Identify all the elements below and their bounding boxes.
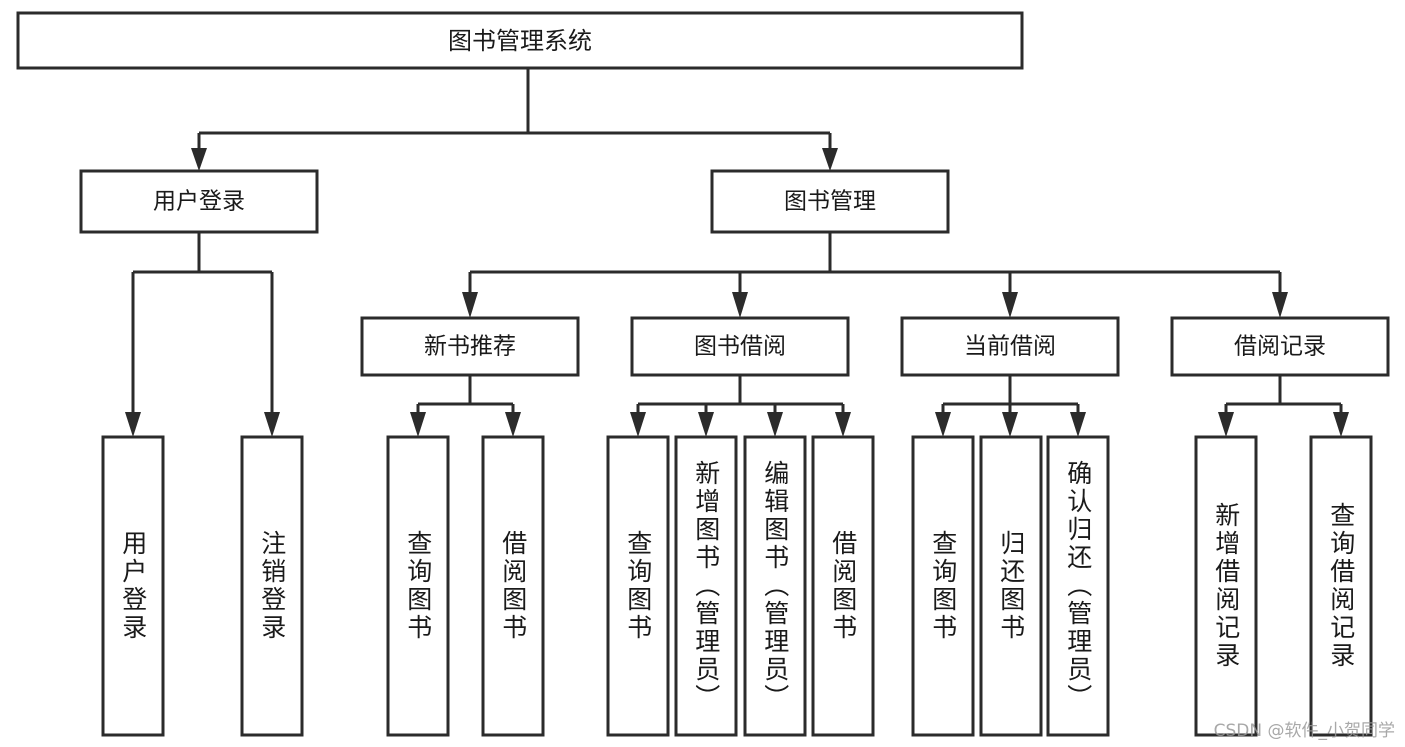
node-leaf-query-book-3-box[interactable] (911, 435, 975, 737)
node-leaf-borrow-book-1-box[interactable] (481, 435, 545, 737)
arrow-leaf-confirm-return (1070, 412, 1086, 437)
node-user-login-box[interactable] (79, 169, 319, 234)
arrow-user-login (191, 148, 207, 171)
node-root-label: 图书管理系统 (448, 27, 592, 55)
arrow-leaf-add-record (1218, 412, 1234, 437)
node-leaf-add-record-box[interactable] (1194, 435, 1258, 737)
arrow-leaf-add-book (698, 412, 714, 437)
node-book-borrow-label: 图书借阅 (694, 334, 786, 360)
arrow-leaf-return-book (1002, 412, 1018, 437)
arrow-leaf-query-book-1 (410, 412, 426, 437)
node-book-borrow-box[interactable] (630, 316, 850, 377)
node-user-login-label: 用户登录 (153, 189, 245, 215)
arrow-book-management (822, 148, 838, 171)
arrow-leaf-user-login (125, 412, 141, 437)
arrow-leaf-query-book-3 (935, 412, 951, 437)
node-leaf-logout-login-box[interactable] (240, 435, 304, 737)
node-leaf-borrow-book-2-box[interactable] (811, 435, 875, 737)
arrow-current-borrow (1002, 292, 1018, 318)
node-book-management-box[interactable] (710, 169, 950, 234)
node-leaf-return-book-box[interactable] (979, 435, 1043, 737)
arrow-leaf-query-record (1333, 412, 1349, 437)
node-new-book-recommend-box[interactable] (360, 316, 580, 377)
node-leaf-query-book-1-box[interactable] (386, 435, 450, 737)
node-layer: 图书管理系统 用户登录 图书管理 新书推荐 图书借阅 当前借阅 借阅记录 (16, 11, 1390, 737)
node-current-borrow-label: 当前借阅 (964, 334, 1056, 360)
node-leaf-query-record-box[interactable] (1309, 435, 1373, 737)
node-leaf-user-login-box[interactable] (101, 435, 165, 737)
arrow-borrow-record (1272, 292, 1288, 318)
node-root-box[interactable] (16, 11, 1024, 70)
connector-layer (125, 68, 1349, 437)
node-leaf-edit-book-box[interactable] (743, 435, 807, 737)
node-new-book-recommend-label: 新书推荐 (424, 334, 516, 360)
arrow-leaf-logout-login (264, 412, 280, 437)
node-borrow-record-label: 借阅记录 (1234, 334, 1326, 360)
node-leaf-query-book-2-box[interactable] (606, 435, 670, 737)
arrow-leaf-borrow-book-2 (835, 412, 851, 437)
node-borrow-record-box[interactable] (1170, 316, 1390, 377)
arrow-leaf-borrow-book-1 (505, 412, 521, 437)
node-leaf-add-book-box[interactable] (674, 435, 738, 737)
node-current-borrow-box[interactable] (900, 316, 1120, 377)
arrow-new-book-recommend (462, 292, 478, 318)
arrow-book-borrow (732, 292, 748, 318)
watermark: CSDN @软件_小贺同学 (1213, 721, 1395, 741)
arrow-leaf-edit-book (767, 412, 783, 437)
node-leaf-confirm-return-box[interactable] (1046, 435, 1110, 737)
node-book-management-label: 图书管理 (784, 189, 876, 215)
arrow-leaf-query-book-2 (630, 412, 646, 437)
